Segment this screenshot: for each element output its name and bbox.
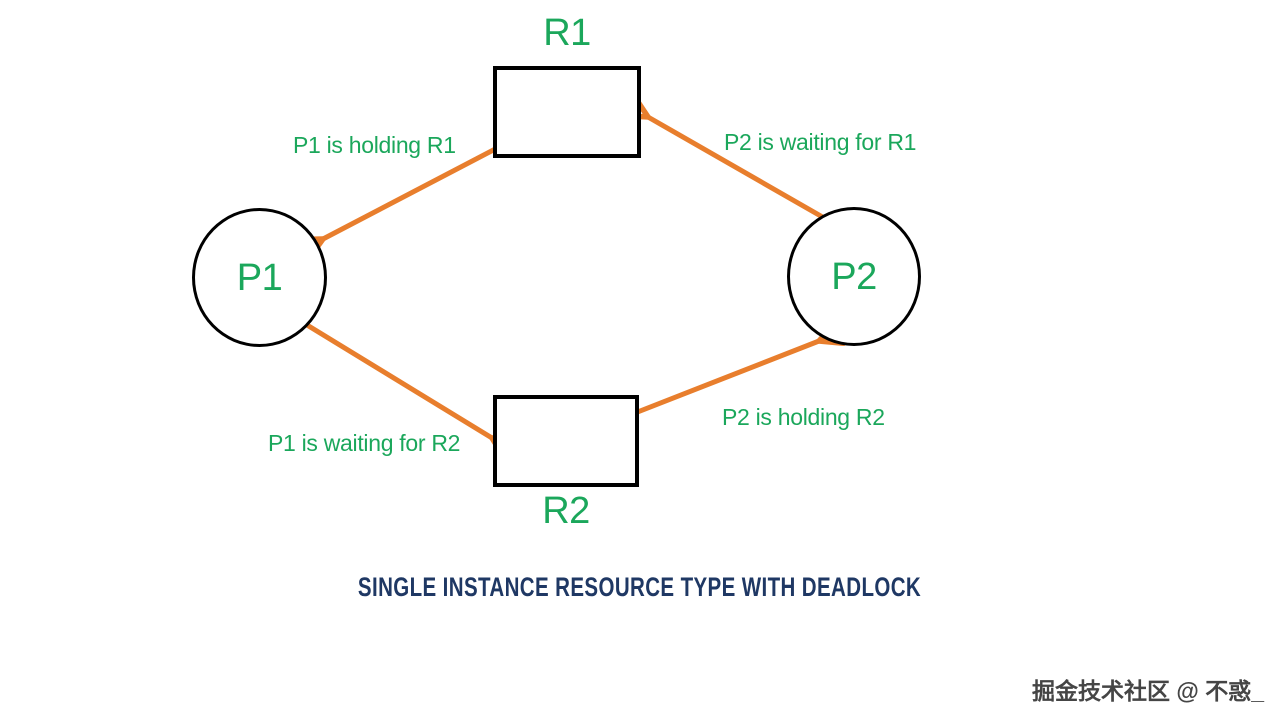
process-p1-circle: P1 [192, 208, 327, 347]
diagram-caption: SINGLE INSTANCE RESOURCE TYPE WITH DEADL… [358, 572, 922, 602]
edge-label-p1-holding-r1: P1 is holding R1 [293, 132, 456, 158]
process-p1-label: P1 [236, 256, 283, 299]
resource-r1-box [493, 66, 641, 158]
edge-label-p1-waiting-r2: P1 is waiting for R2 [268, 430, 461, 456]
resource-r2-box [493, 395, 639, 487]
edge-label-p2-holding-r2: P2 is holding R2 [722, 404, 885, 430]
process-p2-circle: P2 [787, 207, 921, 346]
edge-p1-requests-r2 [304, 322, 492, 438]
resource-r2-label: R2 [542, 490, 590, 532]
watermark-text: 掘金技术社区 @ 不惑_ [1032, 678, 1264, 704]
process-p2-label: P2 [831, 255, 877, 298]
edge-label-p2-waiting-r1: P2 is waiting for R1 [724, 129, 917, 155]
resource-r1-label: R1 [543, 12, 591, 54]
diagram-caption-row: SINGLE INSTANCE RESOURCE TYPE WITH DEADL… [0, 572, 1280, 603]
